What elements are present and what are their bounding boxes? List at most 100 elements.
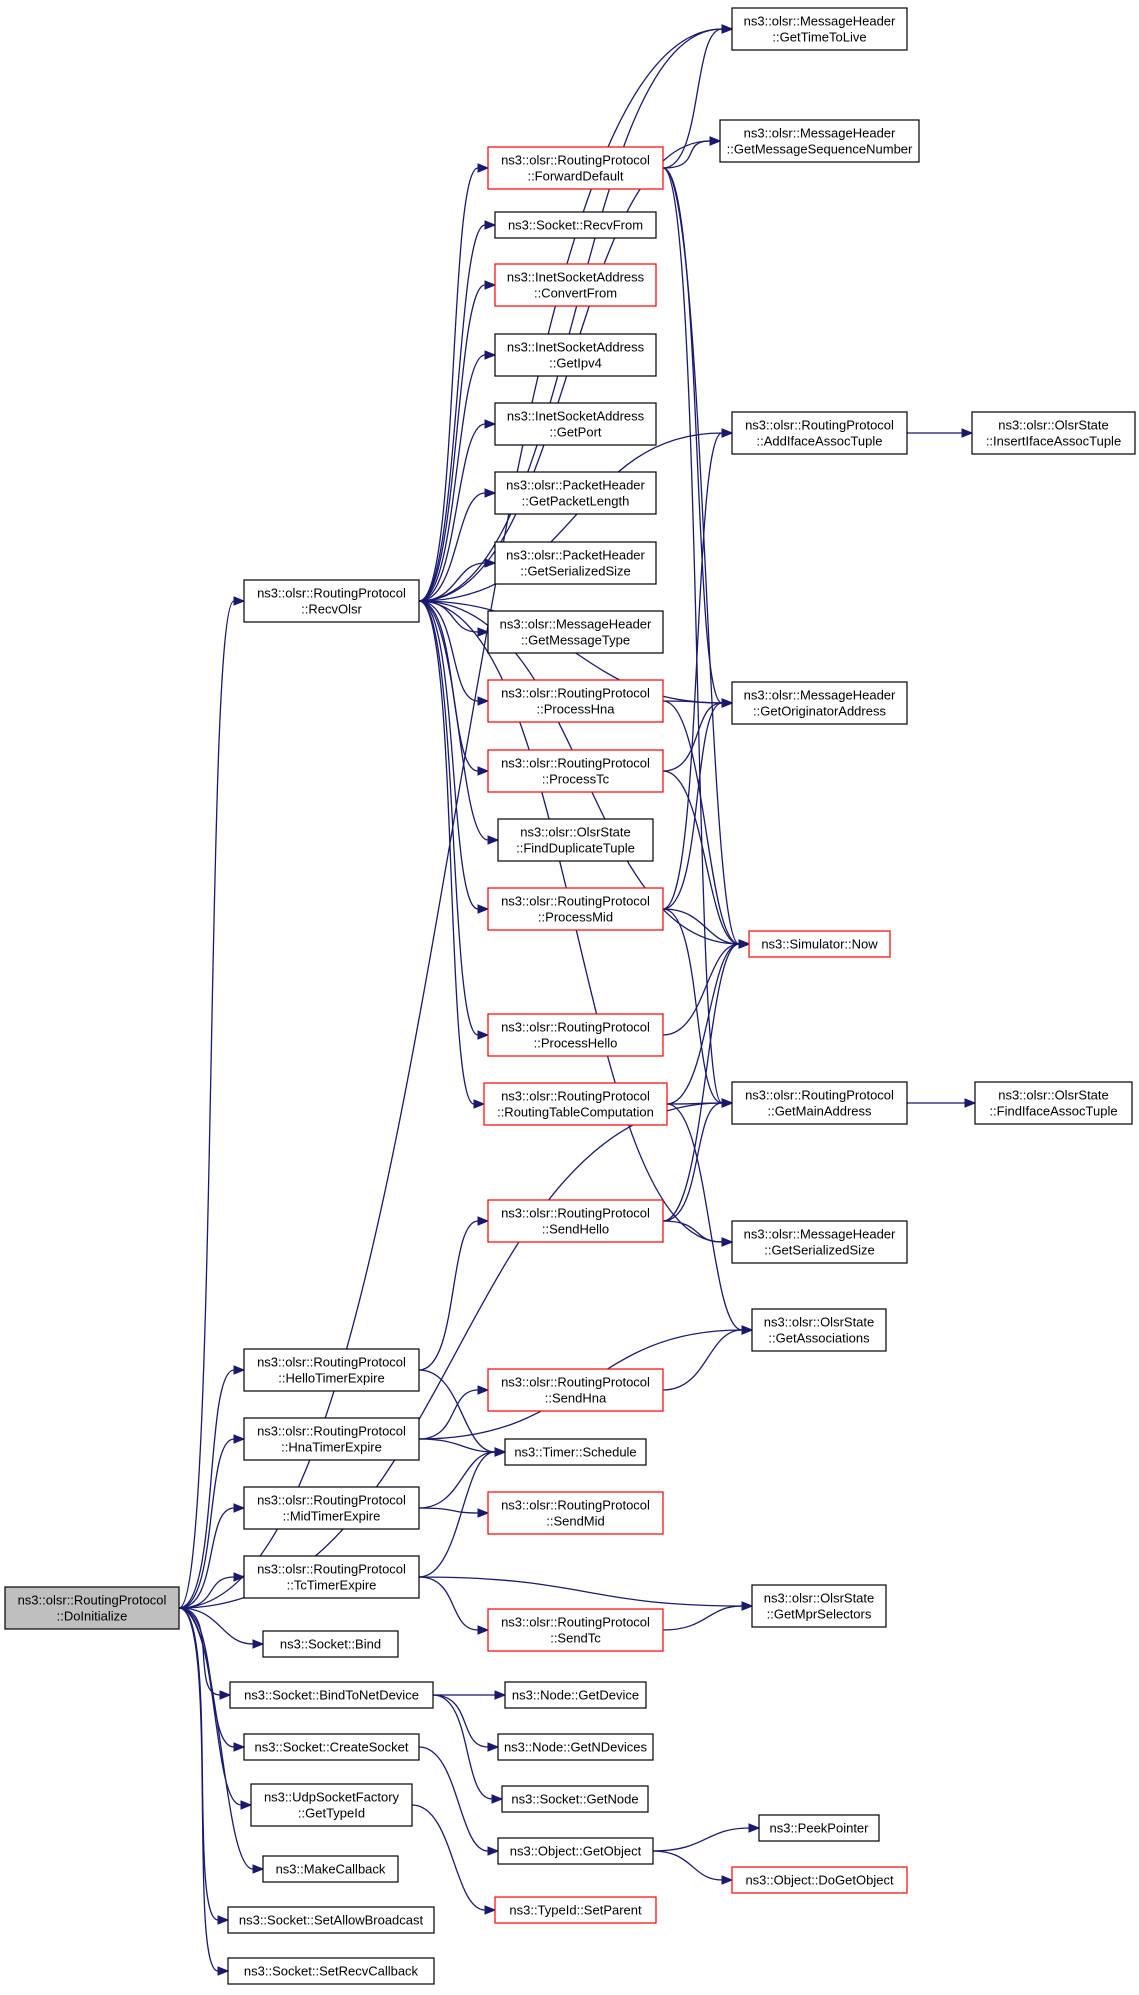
node-udpfactory[interactable]: ns3::UdpSocketFactory::GetTypeId	[250, 1783, 413, 1827]
node-label-line: ::GetPort	[549, 425, 601, 440]
node-convertfrom[interactable]: ns3::InetSocketAddress::ConvertFrom	[494, 263, 657, 307]
node-box	[227, 1906, 435, 1934]
node-label-line: ::GetSerializedSize	[764, 1243, 875, 1258]
call-edge-sendhello-to-mainaddr	[662, 1098, 734, 1222]
node-setbcast[interactable]: ns3::Socket::SetAllowBroadcast	[227, 1906, 435, 1934]
node-label-line: ns3::Timer::Schedule	[514, 1445, 636, 1460]
call-edge-sendhello-to-simnow	[662, 939, 751, 1222]
node-label-line: ns3::olsr::RoutingProtocol	[257, 1493, 406, 1508]
node-doinit[interactable]: ns3::olsr::RoutingProtocol::DoInitialize	[4, 1586, 180, 1630]
node-pktlen[interactable]: ns3::olsr::PacketHeader::GetPacketLength	[494, 471, 657, 515]
node-getndev[interactable]: ns3::Node::GetNDevices	[497, 1733, 654, 1761]
node-hellotimer[interactable]: ns3::olsr::RoutingProtocol::HelloTimerEx…	[243, 1348, 420, 1392]
node-getport[interactable]: ns3::InetSocketAddress::GetPort	[494, 402, 657, 446]
call-edge-doinit-to-hellotimer	[178, 1365, 246, 1609]
node-makecb[interactable]: ns3::MakeCallback	[262, 1855, 399, 1883]
node-box	[504, 1438, 647, 1466]
node-label-line: ::GetMprSelectors	[767, 1607, 872, 1622]
node-prochna[interactable]: ns3::olsr::RoutingProtocol::ProcessHna	[487, 679, 664, 723]
node-msgser[interactable]: ns3::olsr::MessageHeader::GetSerializedS…	[731, 1220, 908, 1264]
node-msgtype[interactable]: ns3::olsr::MessageHeader::GetMessageType	[487, 610, 664, 654]
node-pktser[interactable]: ns3::olsr::PacketHeader::GetSerializedSi…	[494, 541, 657, 585]
node-getobject[interactable]: ns3::Object::GetObject	[497, 1837, 654, 1865]
node-recvfrom[interactable]: ns3::Socket::RecvFrom	[494, 211, 657, 239]
call-edge-recvolsr-to-rtcomp	[418, 600, 486, 1109]
node-sendhna[interactable]: ns3::olsr::RoutingProtocol::SendHna	[487, 1368, 664, 1412]
node-setparent[interactable]: ns3::TypeId::SetParent	[494, 1896, 657, 1924]
node-label-line: ns3::Node::GetDevice	[512, 1688, 639, 1703]
node-label-line: ::InsertIfaceAssocTuple	[986, 434, 1121, 449]
node-getipv4[interactable]: ns3::InetSocketAddress::GetIpv4	[494, 333, 657, 377]
node-insiface[interactable]: ns3::olsr::OlsrState::InsertIfaceAssocTu…	[971, 411, 1136, 455]
node-getnode[interactable]: ns3::Socket::GetNode	[501, 1785, 649, 1813]
node-bindnet[interactable]: ns3::Socket::BindToNetDevice	[229, 1681, 434, 1709]
node-prochello[interactable]: ns3::olsr::RoutingProtocol::ProcessHello	[487, 1013, 664, 1057]
node-mainaddr[interactable]: ns3::olsr::RoutingProtocol::GetMainAddre…	[731, 1081, 908, 1125]
node-box	[501, 1785, 649, 1813]
node-label-line: ::GetSerializedSize	[520, 564, 631, 579]
node-ttl[interactable]: ns3::olsr::MessageHeader::GetTimeToLive	[731, 7, 908, 51]
node-label-line: ns3::olsr::RoutingProtocol	[501, 153, 650, 168]
node-createsock[interactable]: ns3::Socket::CreateSocket	[243, 1733, 420, 1761]
node-label-line: ns3::Simulator::Now	[761, 937, 878, 952]
node-midtimer[interactable]: ns3::olsr::RoutingProtocol::MidTimerExpi…	[243, 1486, 420, 1530]
node-addiface[interactable]: ns3::olsr::RoutingProtocol::AddIfaceAsso…	[731, 411, 908, 455]
node-label-line: ns3::olsr::OlsrState	[520, 825, 631, 840]
node-box	[262, 1630, 399, 1658]
node-label-line: ::GetOriginatorAddress	[753, 704, 886, 719]
node-label-line: ns3::olsr::MessageHeader	[500, 617, 652, 632]
node-box	[494, 1896, 657, 1924]
node-findiface[interactable]: ns3::olsr::OlsrState::FindIfaceAssocTupl…	[974, 1081, 1133, 1125]
node-box	[243, 1348, 420, 1392]
call-edge-fwddefault-to-ttl	[662, 24, 734, 169]
node-box	[487, 749, 664, 793]
call-edge-bindnet-to-getnode	[432, 1694, 504, 1804]
node-sendmid[interactable]: ns3::olsr::RoutingProtocol::SendMid	[487, 1491, 664, 1535]
call-edge-procmid-to-origaddr	[662, 698, 734, 910]
node-peekptr[interactable]: ns3::PeekPointer	[758, 1814, 880, 1842]
node-label-line: ::SendHello	[542, 1222, 609, 1237]
call-edge-doinit-to-setrecvcb	[178, 1607, 230, 1976]
node-tctimer[interactable]: ns3::olsr::RoutingProtocol::TcTimerExpir…	[243, 1555, 420, 1599]
node-finddup[interactable]: ns3::olsr::OlsrState::FindDuplicateTuple	[497, 818, 654, 862]
node-setrecvcb[interactable]: ns3::Socket::SetRecvCallback	[227, 1957, 435, 1985]
call-edge-tctimer-to-mprsel	[418, 1576, 754, 1611]
node-sendhello[interactable]: ns3::olsr::RoutingProtocol::SendHello	[487, 1199, 664, 1243]
node-mprsel[interactable]: ns3::olsr::OlsrState::GetMprSelectors	[751, 1584, 887, 1628]
call-edge-hellotimer-to-sendhello	[418, 1216, 490, 1371]
node-label-line: ns3::olsr::RoutingProtocol	[745, 418, 894, 433]
node-seqnum[interactable]: ns3::olsr::MessageHeader::GetMessageSequ…	[719, 119, 920, 163]
node-dogetobj[interactable]: ns3::Object::DoGetObject	[731, 1866, 908, 1894]
node-origaddr[interactable]: ns3::olsr::MessageHeader::GetOriginatorA…	[731, 681, 908, 725]
node-label-line: ns3::olsr::MessageHeader	[744, 688, 896, 703]
node-fwddefault[interactable]: ns3::olsr::RoutingProtocol::ForwardDefau…	[487, 146, 664, 190]
node-label-line: ns3::olsr::RoutingProtocol	[501, 756, 650, 771]
call-edge-getobject-to-peekptr	[652, 1823, 761, 1852]
node-label-line: ::SendMid	[546, 1514, 605, 1529]
node-rtcomp[interactable]: ns3::olsr::RoutingProtocol::RoutingTable…	[483, 1082, 668, 1126]
node-box	[971, 411, 1136, 455]
call-edge-doinit-to-hnatimer	[178, 1434, 246, 1609]
node-simnow[interactable]: ns3::Simulator::Now	[748, 930, 891, 958]
node-procmid[interactable]: ns3::olsr::RoutingProtocol::ProcessMid	[487, 887, 664, 931]
node-getdevice[interactable]: ns3::Node::GetDevice	[504, 1681, 647, 1709]
call-edge-rtcomp-to-getassoc	[666, 1103, 754, 1335]
call-edge-tctimer-to-timersched	[418, 1447, 507, 1578]
node-label-line: ::RecvOlsr	[301, 602, 362, 617]
call-edge-recvolsr-to-proctc	[418, 600, 490, 776]
node-box	[487, 1491, 664, 1535]
node-label-line: ns3::Socket::SetAllowBroadcast	[239, 1913, 424, 1928]
node-recvolsr[interactable]: ns3::olsr::RoutingProtocol::RecvOlsr	[243, 579, 420, 623]
node-bind[interactable]: ns3::Socket::Bind	[262, 1630, 399, 1658]
call-edge-recvolsr-to-getport	[418, 419, 497, 602]
node-box	[487, 146, 664, 190]
node-proctc[interactable]: ns3::olsr::RoutingProtocol::ProcessTc	[487, 749, 664, 793]
node-box	[487, 1608, 664, 1652]
node-getassoc[interactable]: ns3::olsr::OlsrState::GetAssociations	[751, 1308, 887, 1352]
node-label-line: ::AddIfaceAssocTuple	[757, 434, 883, 449]
node-label-line: ns3::olsr::OlsrState	[998, 1088, 1109, 1103]
node-hnatimer[interactable]: ns3::olsr::RoutingProtocol::HnaTimerExpi…	[243, 1417, 420, 1461]
node-timersched[interactable]: ns3::Timer::Schedule	[504, 1438, 647, 1466]
node-label-line: ns3::Socket::SetRecvCallback	[244, 1964, 419, 1979]
node-sendtc[interactable]: ns3::olsr::RoutingProtocol::SendTc	[487, 1608, 664, 1652]
